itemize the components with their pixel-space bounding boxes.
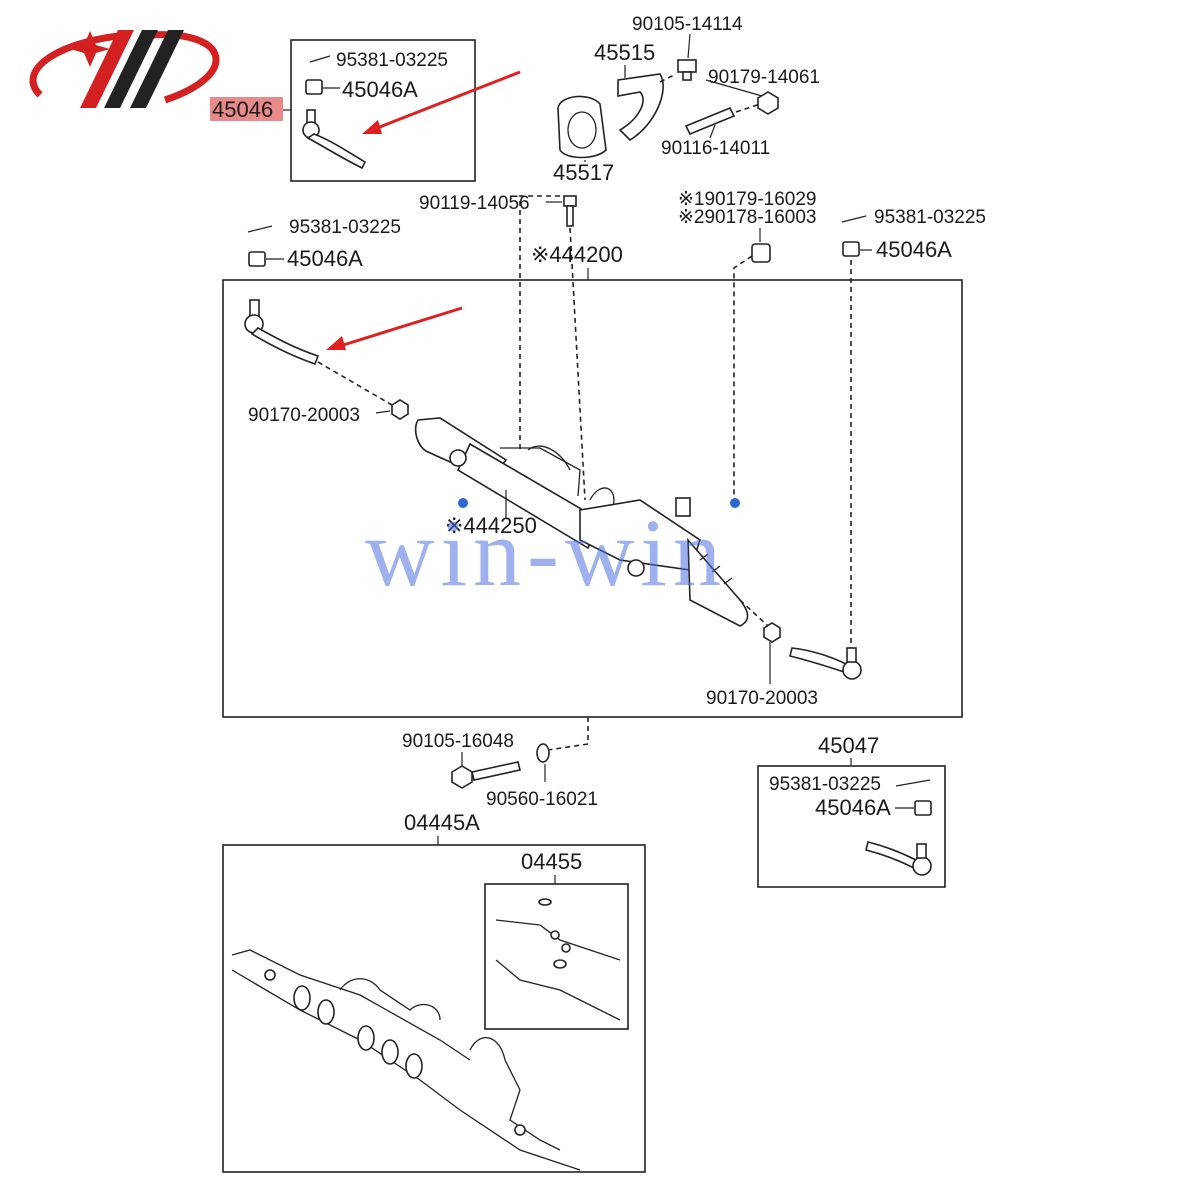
label-bolt-top: 90105-14114	[632, 14, 743, 35]
label-right-pin: 95381-03225	[874, 207, 986, 228]
rh-tie-rod-end-icon	[865, 841, 932, 876]
label-right-nut: 45046A	[876, 237, 952, 262]
label-note2: ※290178-16003	[678, 207, 816, 228]
label-rack-housing: ※444250	[445, 513, 537, 538]
gasket-kit-box	[222, 844, 646, 1173]
left-pin-icon	[247, 225, 273, 233]
right-locknut-icon	[763, 622, 781, 643]
part-highlight	[210, 97, 283, 121]
label-assembly: ※444200	[531, 242, 623, 267]
label-kit-b: 04455	[521, 849, 582, 874]
castle-nut-icon	[305, 79, 323, 95]
label-nut-top-right: 90179-14061	[708, 67, 820, 88]
label-bracket: 45515	[594, 40, 655, 65]
rh-nut-icon	[914, 800, 932, 816]
gasket-kit-rack-icon	[231, 949, 581, 1171]
bolt-bottom-icon	[451, 761, 521, 789]
marker-dot-left	[458, 498, 468, 508]
label-kit-a: 04445A	[404, 810, 480, 835]
gasket-subkit-icon	[495, 898, 621, 1021]
label-rh-end-part: 45047	[818, 733, 879, 758]
brand-logo	[29, 30, 220, 108]
label-left-nut: 45046A	[287, 246, 363, 271]
right-pin-icon	[841, 215, 867, 223]
red-arrow-top	[362, 70, 521, 134]
right-nut-icon	[842, 241, 860, 257]
label-rh-end-nut: 45046A	[815, 795, 891, 820]
gasket-subkit-box	[484, 883, 629, 1030]
left-tie-rod-end-icon	[244, 299, 320, 366]
label-top-box-pin: 95381-03225	[336, 50, 448, 71]
label-bolt-bottom: 90105-16048	[402, 731, 514, 752]
label-washer: 90560-16021	[486, 789, 598, 810]
rack-assembly-box	[222, 279, 963, 718]
label-top-box-part: 45046	[212, 97, 273, 122]
bolt-top-icon	[677, 59, 697, 81]
label-grommet: 45517	[553, 160, 614, 185]
label-right-locknut: 90170-20003	[706, 688, 818, 709]
stud-icon	[684, 103, 761, 136]
marker-dot-right	[730, 498, 740, 508]
washer-icon	[536, 743, 550, 763]
rh-tie-rod-end-box	[757, 765, 946, 888]
tie-rod-end-box	[290, 39, 476, 182]
cotter-pin-icon	[309, 55, 331, 63]
label-note1: ※190179-16029	[678, 189, 816, 210]
left-locknut-icon	[391, 399, 409, 420]
grommet-icon	[557, 95, 607, 159]
label-stud: 90116-14011	[661, 138, 770, 159]
watermark-text: win-win	[365, 499, 727, 606]
tie-rod-end-icon	[302, 109, 367, 170]
rh-pin-icon	[895, 779, 931, 787]
label-bolt-small: 90119-14056	[419, 193, 530, 214]
rack-housing-icon	[414, 417, 749, 627]
nut-top-right-icon	[757, 91, 779, 115]
red-arrow-main	[326, 306, 463, 350]
label-left-locknut: 90170-20003	[248, 405, 360, 426]
right-tie-rod-end-icon	[789, 647, 862, 680]
label-left-pin: 95381-03225	[289, 217, 401, 238]
clamp-bracket-icon	[617, 73, 664, 142]
label-top-box-nut: 45046A	[342, 77, 418, 102]
label-rh-end-pin: 95381-03225	[769, 774, 881, 795]
small-bolt-icon	[563, 195, 577, 227]
note-nut-icon	[751, 243, 771, 263]
left-nut-icon	[248, 251, 266, 267]
